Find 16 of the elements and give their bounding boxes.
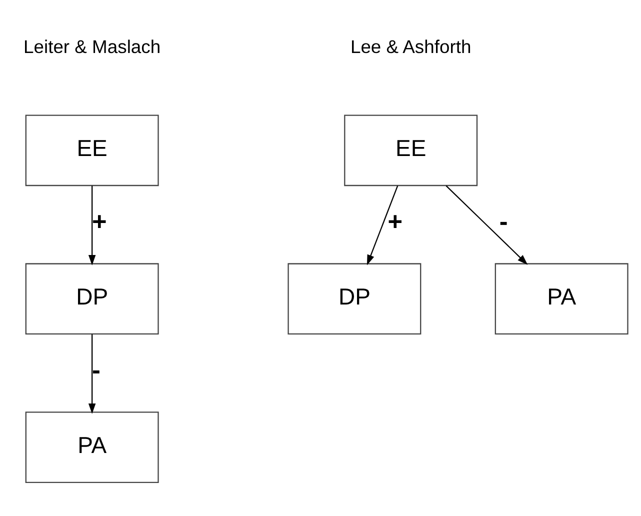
arrow xyxy=(88,186,96,266)
node-box: PA xyxy=(494,263,628,335)
node-box: PA xyxy=(25,412,159,483)
arrow xyxy=(446,185,528,265)
arrow xyxy=(366,186,398,266)
arrow xyxy=(88,334,96,414)
edge-label: - xyxy=(499,208,508,236)
node-box: EE xyxy=(25,114,159,186)
edge-label: + xyxy=(388,208,403,236)
node-box: DP xyxy=(25,263,159,335)
node-box: EE xyxy=(344,114,478,186)
edge-label: - xyxy=(92,356,101,384)
edge-label: + xyxy=(92,208,107,236)
label: Lee & Ashforth xyxy=(350,36,472,57)
label: Leiter & Maslach xyxy=(24,36,161,57)
node-box: DP xyxy=(288,263,422,335)
